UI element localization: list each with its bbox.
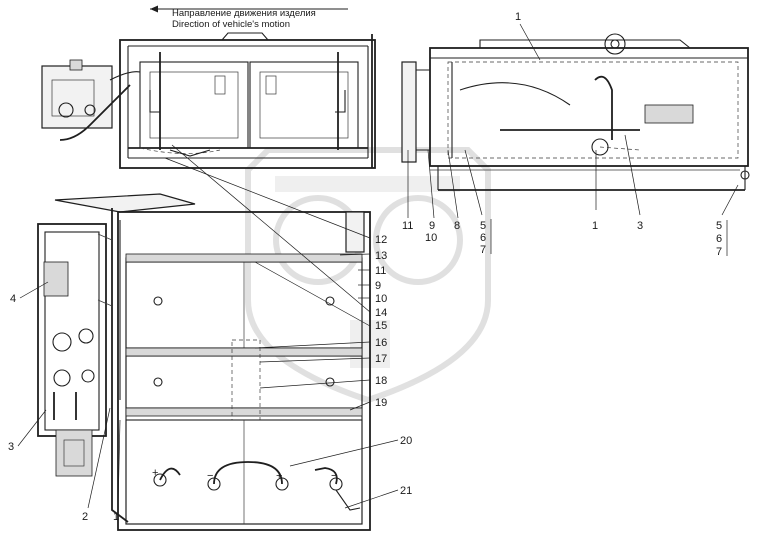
battery-left-topview xyxy=(139,61,249,149)
callout-9-a: 9 xyxy=(429,220,435,232)
callout-11-a: 11 xyxy=(402,220,413,232)
callout-3-right: 3 xyxy=(637,220,643,232)
clamp-bar-lower xyxy=(125,407,363,417)
callout-1-top: 1 xyxy=(515,11,521,23)
box-handle xyxy=(221,32,269,41)
battery-box-top-outline xyxy=(119,39,376,169)
callout-3-left: 3 xyxy=(8,441,14,453)
callout-17: 17 xyxy=(375,353,387,365)
callout-16: 16 xyxy=(375,337,387,349)
switch-bracket-top xyxy=(41,65,113,129)
connector-cable xyxy=(213,461,283,485)
callout-4: 4 xyxy=(10,293,16,305)
clamp-bar-upper xyxy=(125,253,363,263)
callout-5-b: 5 xyxy=(716,220,722,232)
terminal-plus-b: + xyxy=(276,470,282,482)
callout-7-a: 7 xyxy=(480,244,486,256)
callout-13: 13 xyxy=(375,250,387,262)
top-hinge-plate xyxy=(54,193,196,213)
terminal-minus-b: − xyxy=(331,470,337,482)
callout-2: 2 xyxy=(82,511,88,523)
callout-numbers: 1 1 3 5 6 7 11 9 10 8 5 6 7 12 13 11 9 1… xyxy=(8,11,728,523)
callout-10-a: 10 xyxy=(425,232,437,244)
watermark-emblem xyxy=(245,147,491,404)
terminal-marks: + − + − xyxy=(152,467,337,482)
callout-10-b: 10 xyxy=(375,293,387,305)
callout-5-a: 5 xyxy=(480,220,486,232)
direction-title-en: Direction of vehicle's motion xyxy=(172,19,290,30)
callout-7-b: 7 xyxy=(716,246,722,258)
plan-view xyxy=(37,193,371,531)
terminal-minus-a: − xyxy=(207,470,213,482)
switch-body xyxy=(55,429,93,477)
callout-19: 19 xyxy=(375,397,387,409)
lifting-eye xyxy=(604,33,626,55)
battery-right-topview xyxy=(249,61,359,149)
direction-title-ru: Направление движения изделия xyxy=(172,8,316,19)
callout-6-b: 6 xyxy=(716,233,722,245)
direction-arrow-head xyxy=(150,5,158,13)
plan-box-outline xyxy=(117,211,371,531)
terminal-plus-a: + xyxy=(152,467,158,479)
callout-11-b: 11 xyxy=(375,265,386,277)
terminal-block xyxy=(644,104,694,124)
callout-15: 15 xyxy=(375,320,387,332)
top-right-view xyxy=(401,33,750,191)
callout-6-a: 6 xyxy=(480,232,486,244)
battery-box-side-outline xyxy=(429,47,749,167)
callout-9-b: 9 xyxy=(375,280,381,292)
direction-header: Направление движения изделия Direction o… xyxy=(150,5,348,30)
callout-18: 18 xyxy=(375,375,387,387)
callout-12: 12 xyxy=(375,234,387,246)
switch-panel xyxy=(37,223,107,437)
callout-1-mid: 1 xyxy=(592,220,598,232)
leader-lines xyxy=(17,23,739,509)
callout-1-bot: 1 xyxy=(113,511,119,523)
top-left-view xyxy=(41,32,376,169)
clamp-bar-middle xyxy=(125,347,363,357)
callout-14: 14 xyxy=(375,307,387,319)
callout-21: 21 xyxy=(400,485,412,497)
callout-8: 8 xyxy=(454,220,460,232)
callout-20: 20 xyxy=(400,435,412,447)
